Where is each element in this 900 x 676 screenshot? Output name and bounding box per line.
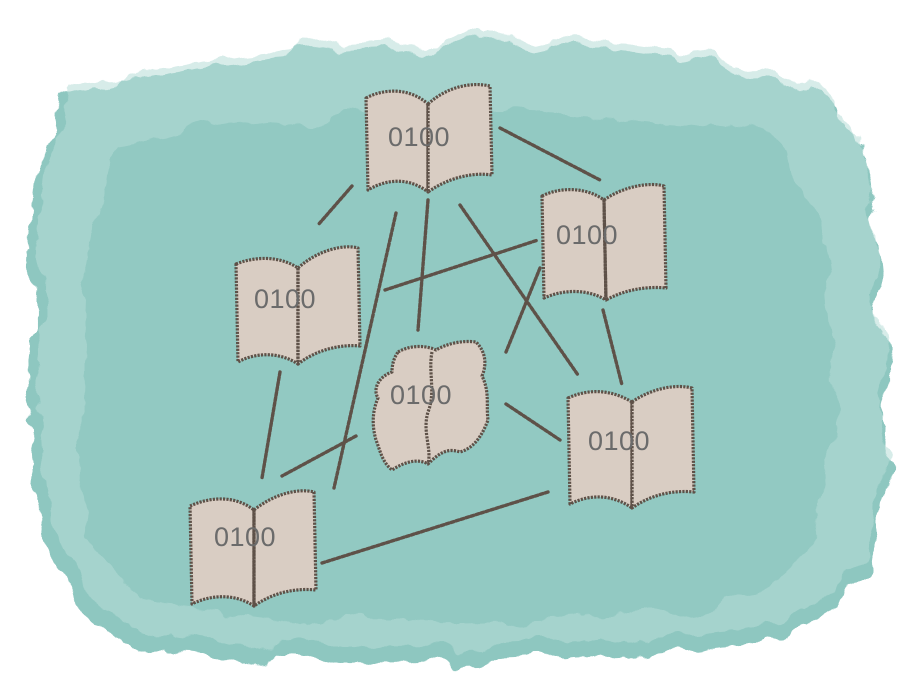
book-node-bottom-left: 0100 [188, 489, 318, 608]
book-label: 0100 [254, 284, 316, 314]
book-node-bottom-right: 0100 [566, 384, 696, 510]
edge-top-bottom-right [458, 203, 580, 377]
book-label: 0100 [388, 122, 450, 152]
book-label: 0100 [390, 380, 452, 410]
edge-right-center [504, 266, 542, 354]
book-node-left: 0100 [234, 245, 362, 366]
edge-top-center [416, 198, 430, 332]
book-node-right: 0100 [540, 182, 668, 302]
edge-top-right [498, 126, 602, 182]
edge-center-bottom-right [504, 402, 562, 442]
book-label: 0100 [214, 522, 276, 552]
edge-right-bottom-right [601, 308, 624, 387]
edge-left-right [383, 238, 540, 292]
edge-top-left [316, 184, 354, 227]
connection-lines [260, 126, 624, 565]
book-node-center: 0100 [371, 339, 490, 472]
book-label: 0100 [588, 426, 650, 456]
book-label: 0100 [556, 220, 618, 250]
edge-center-bottom-left [280, 434, 358, 478]
book-node-top: 0100 [364, 82, 494, 194]
edge-bottom-left-bottom-right [320, 490, 550, 565]
edge-left-bottom-left [260, 370, 282, 480]
